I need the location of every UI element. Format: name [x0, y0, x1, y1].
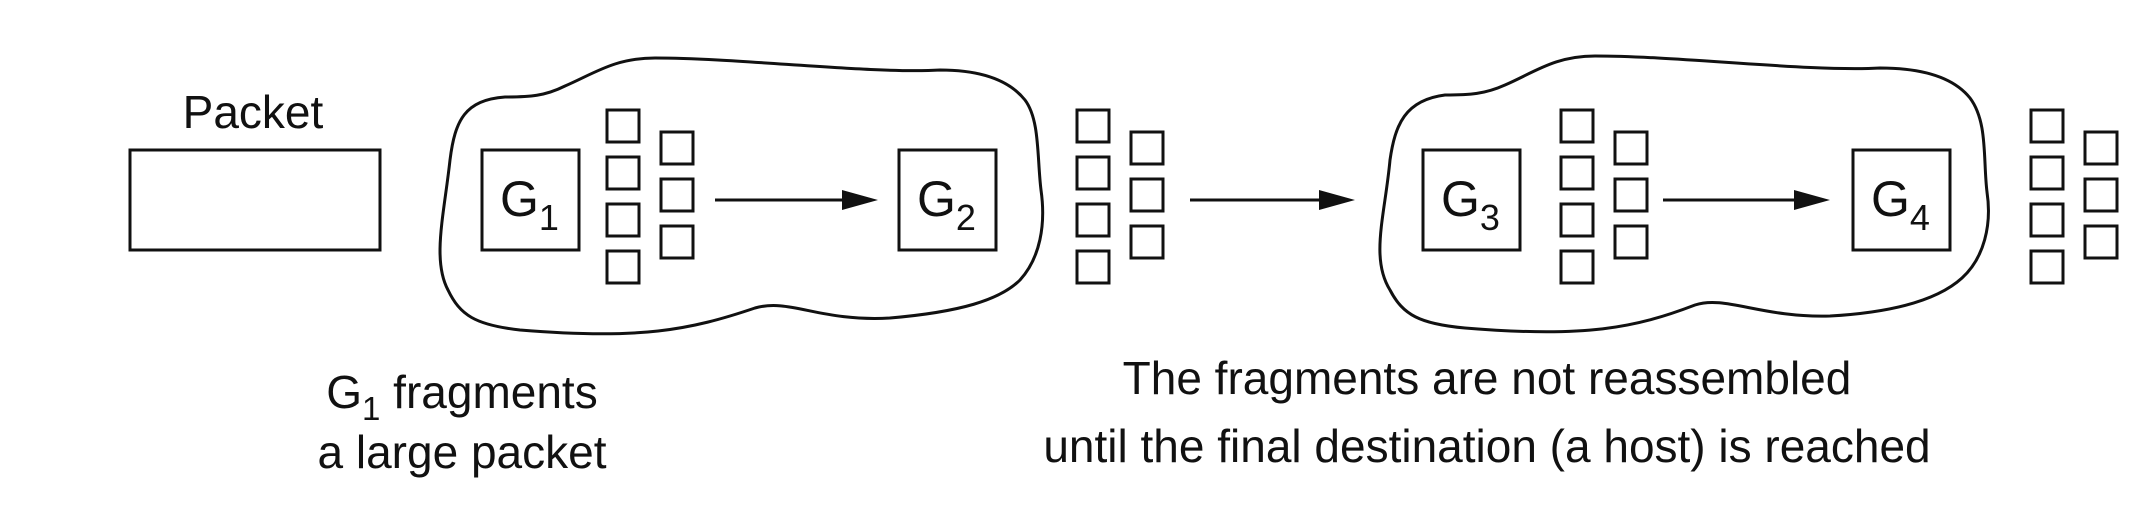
gateway-g1-letter: G: [500, 171, 539, 227]
packet-label: Packet: [183, 86, 324, 138]
network-2-outline: [1378, 54, 1990, 334]
caption-right-line2: until the final destination (a host) is …: [1043, 420, 1930, 472]
fragment: [659, 224, 695, 260]
fragment: [1559, 108, 1595, 144]
caption-right-line1: The fragments are not reassembled: [1123, 352, 1852, 404]
fragment: [1075, 155, 1111, 191]
fragment: [1559, 249, 1595, 285]
fragment: [1075, 249, 1111, 285]
gateway-g2-letter: G: [917, 171, 956, 227]
packet-box: [128, 148, 382, 252]
fragment: [2029, 155, 2065, 191]
fragment-group-1: [605, 108, 695, 285]
fragment: [2029, 108, 2065, 144]
fragment: [605, 202, 641, 238]
fragment: [659, 130, 695, 166]
arrow-g2-to-g3: [1190, 190, 1355, 210]
fragment: [605, 155, 641, 191]
fragment-group-4: [2029, 108, 2119, 285]
fragment: [2083, 130, 2119, 166]
fragment: [1559, 155, 1595, 191]
fragment-group-2: [1075, 108, 1165, 285]
gateway-g3-subscript: 3: [1480, 197, 1500, 238]
fragment: [1613, 224, 1649, 260]
fragment: [1129, 130, 1165, 166]
fragment: [1129, 177, 1165, 213]
caption-left-line2: a large packet: [318, 426, 607, 478]
fragment: [2029, 202, 2065, 238]
svg-text:G2: G2: [917, 171, 976, 238]
fragment: [1613, 130, 1649, 166]
fragment: [605, 249, 641, 285]
gateway-g3: G3: [1421, 148, 1522, 252]
gateway-g4-subscript: 4: [1910, 197, 1930, 238]
gateway-g4: G4: [1851, 148, 1952, 252]
fragment: [1075, 108, 1111, 144]
fragment: [1613, 177, 1649, 213]
fragment: [605, 108, 641, 144]
arrow-g3-to-g4: [1663, 190, 1830, 210]
caption-left-g: G: [326, 366, 362, 418]
gateway-g1: G1: [480, 148, 581, 252]
gateway-g1-subscript: 1: [539, 197, 559, 238]
svg-text:G4: G4: [1871, 171, 1930, 238]
fragment: [1075, 202, 1111, 238]
network-1-outline: [438, 56, 1045, 336]
fragment: [2029, 249, 2065, 285]
gateway-g3-letter: G: [1441, 171, 1480, 227]
svg-text:G1: G1: [500, 171, 559, 238]
gateway-g2: G2: [897, 148, 998, 252]
gateway-g2-subscript: 2: [956, 197, 976, 238]
caption-left-line1: G1 fragments: [326, 366, 597, 427]
svg-text:G3: G3: [1441, 171, 1500, 238]
caption-left-subscript: 1: [362, 390, 380, 427]
caption-left-rest: fragments: [380, 366, 597, 418]
fragment: [1559, 202, 1595, 238]
fragment-group-3: [1559, 108, 1649, 285]
arrow-g1-to-g2: [715, 190, 878, 210]
fragment: [2083, 177, 2119, 213]
fragment: [659, 177, 695, 213]
gateway-g4-letter: G: [1871, 171, 1910, 227]
fragment: [2083, 224, 2119, 260]
fragment: [1129, 224, 1165, 260]
